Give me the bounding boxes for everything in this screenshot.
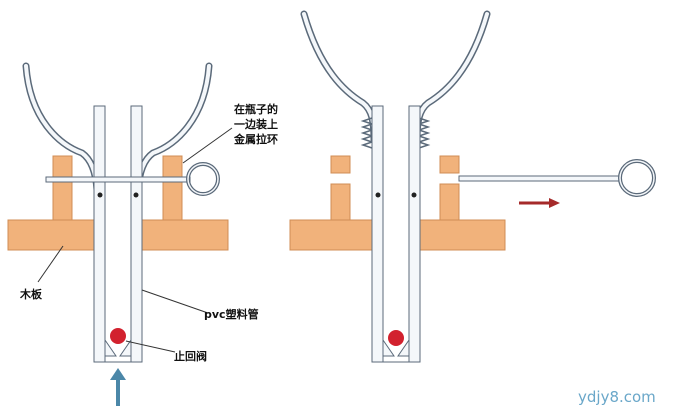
pin-dot-left-b (133, 192, 139, 198)
wood-post-right-a (330, 155, 351, 174)
check-valve-ball-right (388, 330, 404, 346)
wood-board-right (141, 219, 229, 251)
ring-note-line1: 在瓶子的 (234, 102, 278, 116)
thread-left-icon (360, 117, 375, 149)
pvc-pipe-left-wall (93, 105, 106, 363)
check-valve-ball-left (110, 328, 126, 344)
wood-post-left (52, 155, 73, 221)
wood-board-left (7, 219, 102, 251)
pvc-pipe-right-wall (130, 105, 143, 363)
wood-post-right-c (439, 155, 460, 174)
valve-seat-right (119, 338, 132, 357)
leader-valve (125, 340, 176, 353)
pin-dot-left-a (97, 192, 103, 198)
pvc2-pipe-left-wall (371, 105, 384, 363)
pipe-label: pvc塑料管 (204, 307, 259, 321)
right-arrow-head-icon (549, 198, 560, 208)
board-label: 木板 (19, 287, 43, 301)
ring-note-line3: 金属拉环 (233, 132, 278, 146)
wood-post-right-b (330, 183, 351, 221)
wood-board-right-right (419, 219, 506, 251)
pin-dot-right-a (375, 192, 381, 198)
left-diagram: 在瓶子的 一边装上 金属拉环 木板 pvc塑料管 止回阀 (7, 62, 278, 406)
leader-board (37, 245, 64, 283)
valve-seat-left (104, 338, 117, 357)
pull-rod-right (458, 175, 621, 182)
pull-rod-left (45, 176, 191, 183)
watermark: ydjy8.com (578, 388, 656, 406)
wood-board-right-left (289, 219, 377, 251)
right-diagram (289, 10, 656, 363)
pull-ring-right-inner (619, 160, 655, 196)
ring-note-line2: 一边装上 (234, 117, 278, 131)
valve2-seat-left (382, 338, 395, 357)
wood-post-right (162, 155, 183, 221)
up-arrow-head-icon (110, 368, 126, 380)
valve-label: 止回阀 (174, 349, 207, 363)
valve2-seat-right (397, 338, 410, 357)
wood-post-right-d (439, 183, 460, 221)
leader-pipe (141, 289, 209, 314)
pvc2-pipe-right-wall (408, 105, 421, 363)
thread-right-icon (416, 117, 431, 149)
pin-dot-right-b (411, 192, 417, 198)
pull-ring-left-inner (187, 163, 219, 195)
leader-ring-note (182, 127, 233, 164)
